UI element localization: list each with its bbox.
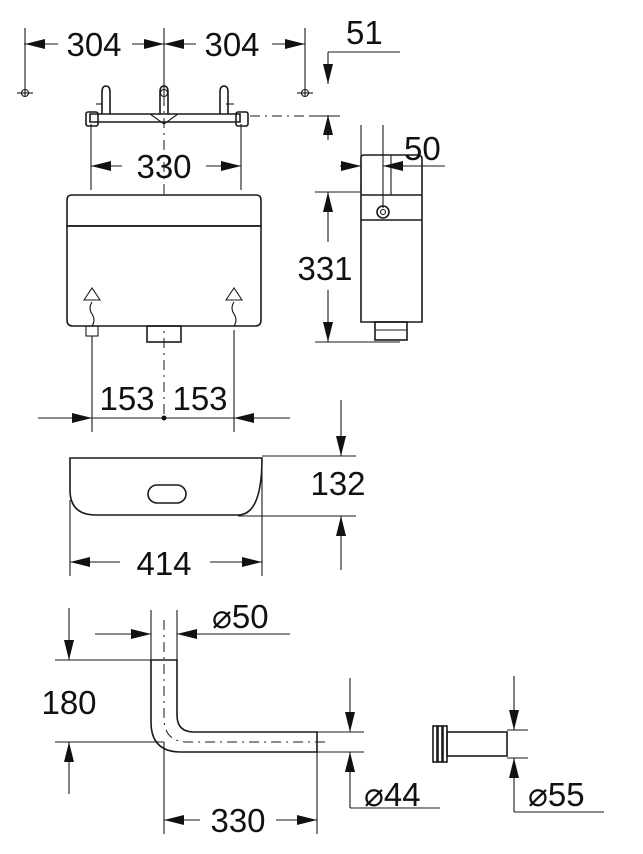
wall-bracket-view: 304 304 51 [17, 14, 400, 190]
flush-button [147, 484, 187, 504]
cistern-outlet [146, 325, 182, 343]
inlet-connector-left [85, 325, 99, 337]
bracket-rail [85, 85, 310, 127]
connector-sleeve-view: ⌀55 [432, 676, 604, 813]
dim-label-180: 180 [41, 684, 96, 721]
dim-label-414: 414 [136, 545, 191, 582]
dim-label-50-side: 50 [404, 130, 441, 167]
crosshair-marker-right [297, 88, 313, 98]
cistern-lid [66, 194, 262, 227]
dim-label-51: 51 [346, 14, 383, 51]
cistern-body [66, 225, 262, 327]
dim-label-331: 331 [297, 250, 352, 287]
dim-label-330-pipe: 330 [210, 802, 265, 839]
lid-plan-view: 132 414 [69, 400, 366, 582]
dim-label-304-right: 304 [204, 26, 259, 63]
cistern-front-view: 153 153 [38, 30, 290, 432]
flush-pipe-view: ⌀50 180 330 ⌀44 [41, 598, 440, 839]
dim-label-153-right: 153 [172, 380, 227, 417]
cistern-side-outlet [374, 321, 408, 341]
water-inlet-icon-right [224, 287, 244, 327]
dim-label-pipe-diameter-44: ⌀44 [364, 776, 421, 813]
dim-label-304-left: 304 [66, 26, 121, 63]
dim-label-132: 132 [310, 465, 365, 502]
dim-label-connector-diameter-55: ⌀55 [528, 776, 585, 813]
cistern-side-view: 50 331 [297, 125, 445, 343]
dim-label-pipe-diameter-50: ⌀50 [212, 598, 269, 635]
water-inlet-icon-left [82, 287, 102, 327]
lid-plate [69, 457, 263, 516]
flush-pipe-bend [150, 659, 318, 753]
connector-sleeve [446, 731, 508, 757]
crosshair-marker-left [17, 88, 33, 98]
dim-label-153-left: 153 [99, 380, 154, 417]
